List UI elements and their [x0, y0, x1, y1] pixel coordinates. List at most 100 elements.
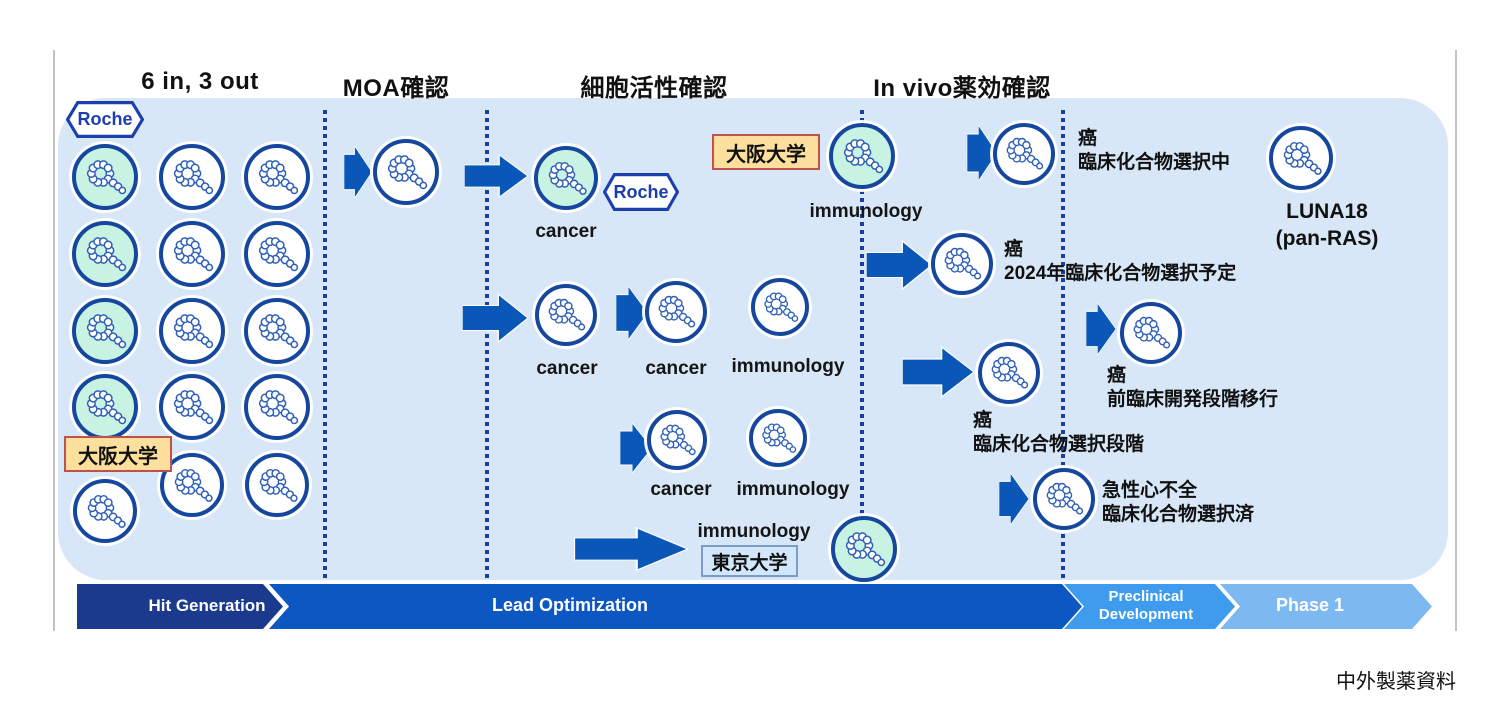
cyclic-peptide-icon: [170, 309, 214, 353]
status-note-line: 臨床化合物選択中: [1078, 152, 1231, 173]
indication-label: immunology: [697, 521, 811, 542]
compound-circle: [159, 298, 225, 364]
cyclic-peptide-icon: [657, 420, 697, 460]
indication-label: immunology: [809, 201, 923, 222]
cyclic-peptide-icon: [1003, 133, 1044, 174]
stage-title-cell-activity: 細胞活性確認: [580, 75, 728, 102]
luna18-name: LUNA18: [1286, 200, 1368, 223]
roche-badge-label: Roche: [613, 181, 669, 202]
status-note-line: 急性心不全: [1102, 480, 1198, 501]
cyclic-peptide-icon: [256, 464, 299, 507]
status-note-line: 癌: [1078, 128, 1098, 149]
compound-circle-moa: [373, 139, 439, 205]
compound-circle-hit: [72, 144, 138, 210]
indication-label: cancer: [535, 221, 597, 242]
indication-label: immunology: [736, 479, 850, 500]
source-caption: 中外製薬資料: [1336, 671, 1456, 693]
cyclic-peptide-icon: [170, 385, 214, 429]
luna18-label: LUNA18 (pan-RAS): [1276, 198, 1379, 252]
cyclic-peptide-icon: [255, 232, 299, 276]
frame-left-line: [53, 50, 55, 631]
tokyo-university-badge: 東京大学: [701, 545, 798, 577]
compound-circle: [244, 298, 310, 364]
cyclic-peptide-icon: [84, 490, 127, 533]
phase-divider-line: [1061, 110, 1065, 578]
cyclic-peptide-icon: [83, 232, 127, 276]
cyclic-peptide-icon: [1130, 312, 1171, 353]
cyclic-peptide-icon: [255, 155, 299, 199]
cyclic-peptide-icon: [842, 527, 886, 571]
phase-divider-line: [860, 110, 864, 578]
indication-label: cancer: [536, 358, 598, 379]
banner-label-preclinical-line2: Development: [1098, 606, 1194, 623]
banner-segment-preclinical: [1064, 584, 1235, 629]
compound-circle-immunology: [831, 516, 897, 582]
compound-circle: [244, 221, 310, 287]
flow-arrow: [1086, 303, 1116, 355]
compound-circle: [1120, 302, 1182, 364]
cyclic-peptide-icon: [761, 288, 799, 326]
flow-arrow: [464, 153, 528, 199]
banner-segment-lead-optimization: [269, 584, 1082, 629]
cyclic-peptide-icon: [255, 385, 299, 429]
roche-badge-label: Roche: [77, 109, 133, 129]
cyclic-peptide-icon: [840, 134, 884, 178]
cyclic-peptide-icon: [384, 150, 428, 194]
compound-circle: [993, 123, 1055, 185]
osaka-university-badge: 大阪大学: [64, 436, 172, 472]
hexagon-shape: [66, 101, 144, 138]
indication-label: immunology: [731, 356, 845, 377]
cyclic-peptide-icon: [170, 232, 214, 276]
stage-title-moa: MOA確認: [342, 75, 450, 102]
compound-circle: [931, 233, 993, 295]
indication-label: cancer: [650, 479, 712, 500]
osaka-university-badge: 大阪大学: [712, 134, 820, 170]
hexagon-shape: [603, 173, 679, 211]
roche-badge: Roche: [603, 173, 679, 211]
cyclic-peptide-icon: [83, 385, 127, 429]
status-note-line: 2024年臨床化合物選択予定: [1004, 263, 1237, 284]
compound-circle: [245, 453, 309, 517]
cyclic-peptide-icon: [988, 352, 1029, 393]
banner-label-phase1: Phase 1: [1275, 595, 1345, 615]
flow-arrow: [344, 146, 372, 198]
luna18-target: (pan-RAS): [1275, 227, 1379, 250]
status-note: 急性心不全 臨床化合物選択済: [1102, 479, 1254, 527]
compound-circle-cancer: [647, 410, 707, 470]
banner-segment-hit-generation: [77, 584, 283, 629]
status-note: 癌 臨床化合物選択中: [1078, 127, 1230, 175]
compound-circle-cancer: [645, 281, 707, 343]
cyclic-peptide-icon: [255, 309, 299, 353]
compound-circle-cancer: [535, 284, 597, 346]
cyclic-peptide-icon: [170, 155, 214, 199]
compound-circle: [978, 342, 1040, 404]
compound-circle-hit: [72, 221, 138, 287]
banner-label-hit-generation: Hit Generation: [148, 596, 266, 615]
compound-circle-luna18: [1269, 126, 1333, 190]
compound-circle-cancer: [534, 146, 598, 210]
stage-title-hit-generation: 6 in, 3 out: [141, 68, 259, 95]
phase-divider-line: [485, 110, 489, 578]
status-note-line: 癌: [973, 410, 993, 431]
banner-label-preclinical-line1: Preclinical: [1108, 588, 1184, 605]
status-note: 癌 臨床化合物選択段階: [973, 409, 1144, 457]
cyclic-peptide-icon: [759, 419, 797, 457]
compound-circle-hit: [72, 298, 138, 364]
flow-arrow: [462, 292, 528, 344]
compound-circle: [159, 144, 225, 210]
cyclic-peptide-icon: [545, 294, 586, 335]
compound-circle: [159, 221, 225, 287]
flow-arrow: [999, 473, 1029, 525]
compound-circle: [1033, 468, 1095, 530]
cyclic-peptide-icon: [171, 464, 214, 507]
cyclic-peptide-icon: [83, 309, 127, 353]
compound-circle-hit: [72, 374, 138, 440]
compound-circle-immunology: [749, 409, 807, 467]
status-note-line: 臨床化合物選択段階: [973, 434, 1145, 455]
stage-title-in-vivo: In vivo薬効確認: [873, 75, 1051, 102]
status-note-line: 癌: [1107, 365, 1127, 386]
flow-arrow: [574, 526, 688, 572]
banner-label-lead-optimization: Lead Optimization: [491, 595, 649, 615]
banner-label-preclinical: Preclinical Development: [1099, 588, 1193, 624]
